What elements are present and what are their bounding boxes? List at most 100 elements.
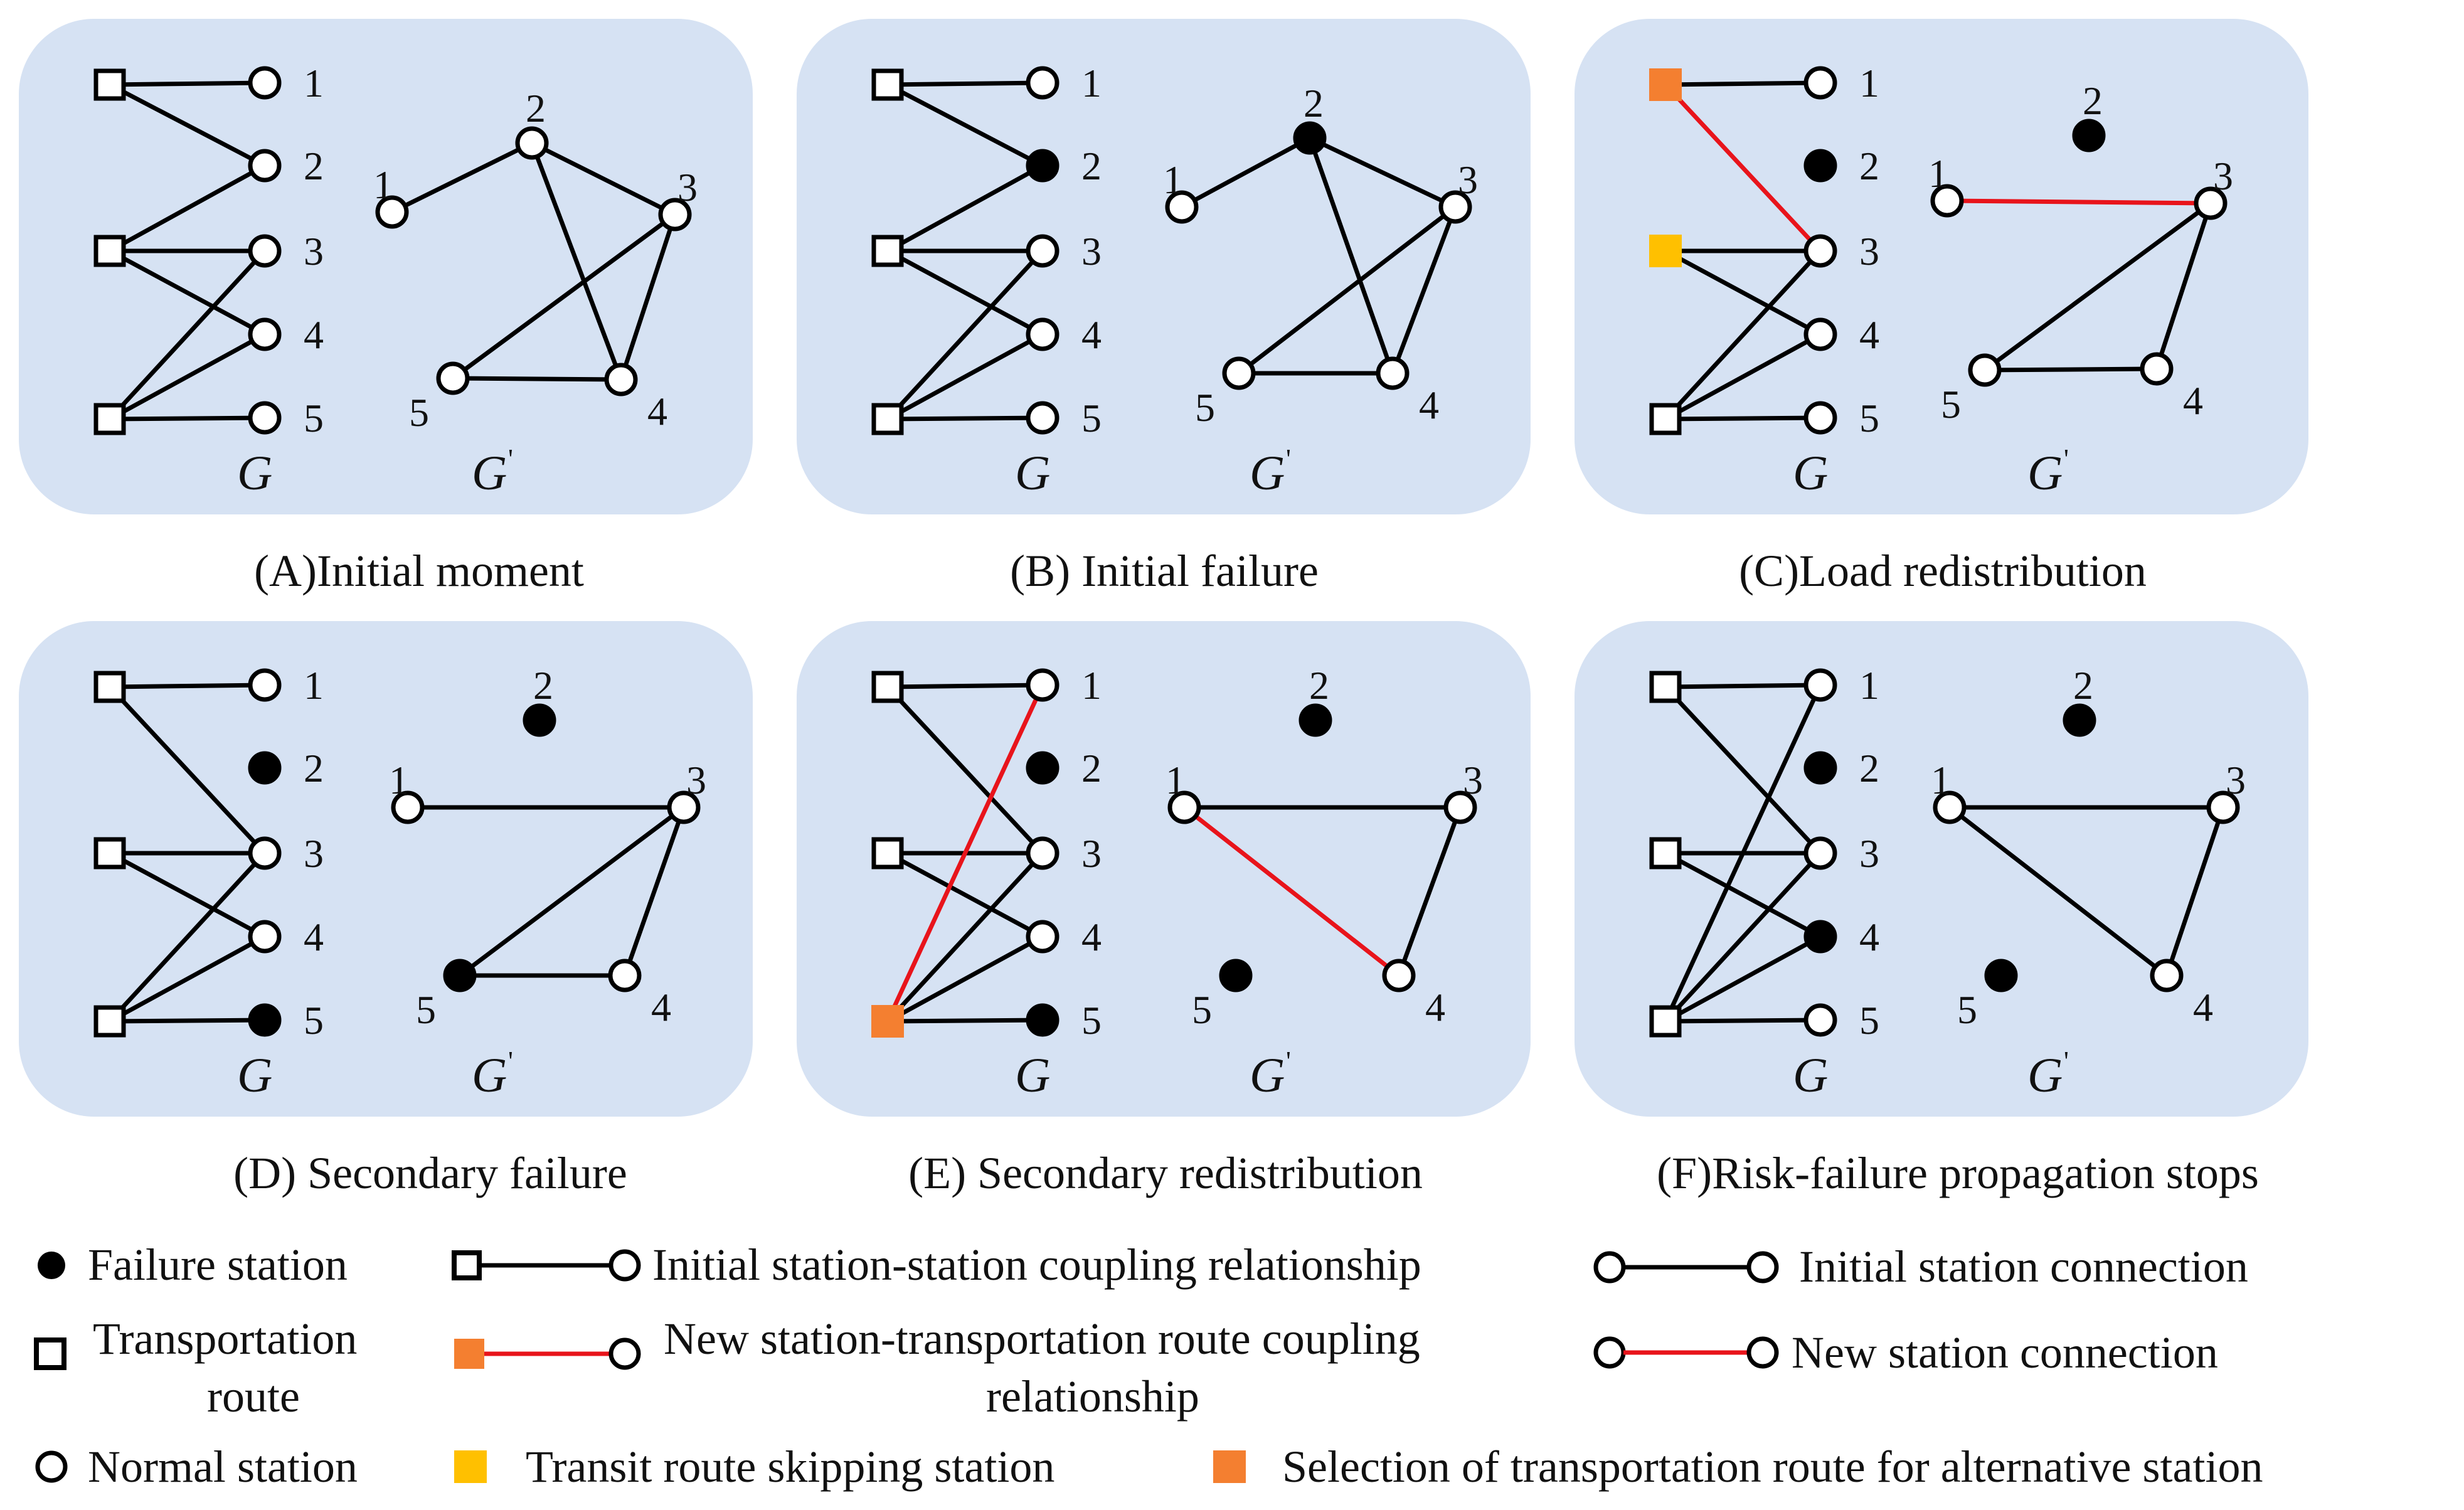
graph-g-prime-label: G bbox=[1250, 445, 1285, 500]
panel-background bbox=[1575, 621, 2308, 1117]
failed-node-2 bbox=[2063, 703, 2096, 737]
station-label-1: 1 bbox=[1859, 61, 1879, 105]
graph-g-prime-label: G bbox=[1250, 1048, 1285, 1102]
node-label-5: 5 bbox=[1941, 382, 1961, 427]
legend-new-connection: New station connection bbox=[1792, 1327, 2218, 1378]
connection-edge-3-4 bbox=[622, 806, 686, 977]
failed-node-2 bbox=[1298, 703, 1332, 737]
station-3 bbox=[1026, 234, 1059, 268]
node-3 bbox=[1443, 790, 1477, 824]
connection-edge-3-4 bbox=[2164, 806, 2226, 977]
panel-caption-f: (F)Risk-failure propagation stops bbox=[1657, 1148, 2259, 1198]
station-1 bbox=[248, 668, 282, 702]
coupling-edge-r2-s4 bbox=[109, 248, 266, 337]
station-label-4: 4 bbox=[1859, 915, 1879, 959]
node-3 bbox=[2206, 790, 2240, 824]
station-4 bbox=[1026, 920, 1059, 954]
connection-edge-3-5 bbox=[451, 213, 677, 380]
station-label-4: 4 bbox=[1081, 312, 1102, 357]
node-4 bbox=[1376, 356, 1410, 390]
new-connection-edge-1-4 bbox=[1182, 806, 1401, 977]
node-4 bbox=[2150, 959, 2184, 992]
initial-coupling-station-symbol bbox=[608, 1249, 641, 1282]
station-label-3: 3 bbox=[1859, 831, 1879, 876]
node-1 bbox=[1165, 190, 1199, 224]
legend-transit-skipping: Transit route skipping station bbox=[526, 1442, 1054, 1492]
coupling-edge-r3-s3 bbox=[886, 249, 1044, 421]
coupling-edge-r1-s1 bbox=[109, 683, 265, 689]
coupling-edge-r1-s1 bbox=[1665, 683, 1821, 689]
coupling-edge-r3-s3 bbox=[886, 851, 1044, 1023]
transportation-route-1 bbox=[93, 68, 126, 101]
coupling-edge-r3-s4 bbox=[1664, 934, 1822, 1024]
new-coupling-edge-r3-s1 bbox=[885, 684, 1045, 1023]
coupling-edge-r3-s3 bbox=[1664, 851, 1822, 1023]
coupling-edge-r2-s4 bbox=[886, 851, 1044, 939]
node-4 bbox=[2140, 352, 2174, 386]
coupling-edge-r2-s4 bbox=[886, 248, 1044, 337]
coupling-edge-r2-s4 bbox=[1664, 248, 1822, 337]
connection-edge-2-3 bbox=[531, 141, 676, 217]
legend-transportation-route-line2: route bbox=[207, 1371, 300, 1422]
failed-station-4 bbox=[1803, 920, 1837, 954]
station-1 bbox=[1803, 66, 1837, 100]
legend-selection-alternative: Selection of transportation route for al… bbox=[1282, 1442, 2263, 1492]
node-label-2: 2 bbox=[1309, 663, 1329, 708]
station-label-3: 3 bbox=[1081, 831, 1102, 876]
node-label-1: 1 bbox=[1163, 157, 1183, 202]
new-coupling-edge-r1-s3 bbox=[1664, 83, 1822, 253]
node-label-4: 4 bbox=[2193, 985, 2213, 1029]
panel-background bbox=[797, 19, 1531, 514]
node-label-4: 4 bbox=[2183, 378, 2203, 423]
station-label-3: 3 bbox=[1081, 229, 1102, 274]
station-label-3: 3 bbox=[304, 229, 324, 274]
coupling-edge-r3-s4 bbox=[1664, 332, 1822, 422]
graph-g-prime-mark: ' bbox=[2064, 1046, 2069, 1077]
legend-initial-connection: Initial station connection bbox=[1799, 1241, 2248, 1292]
node-3 bbox=[2194, 186, 2228, 220]
connection-edge-2-3 bbox=[1309, 136, 1457, 210]
transportation-route-3 bbox=[1649, 1005, 1682, 1038]
initial-connection-end-symbol bbox=[1746, 1251, 1779, 1284]
connection-edge-3-4 bbox=[619, 213, 677, 381]
node-2 bbox=[515, 126, 549, 160]
coupling-edge-r1-s1 bbox=[1665, 80, 1821, 87]
panel-caption-e: (E) Secondary redistribution bbox=[908, 1148, 1423, 1198]
station-label-5: 5 bbox=[1081, 396, 1102, 440]
node-1 bbox=[1933, 790, 1967, 824]
transportation-route-3 bbox=[871, 403, 904, 435]
node-1 bbox=[375, 195, 409, 229]
failed-station-2 bbox=[1803, 751, 1837, 785]
new-connection-end-symbol bbox=[1746, 1336, 1779, 1369]
node-4 bbox=[1382, 959, 1416, 992]
graph-g-label: G bbox=[1793, 1048, 1828, 1102]
connection-edge-3-4 bbox=[1396, 806, 1463, 977]
station-label-5: 5 bbox=[1859, 396, 1879, 440]
legend-new-coupling-line1: New station-transportation route couplin… bbox=[664, 1314, 1420, 1364]
panel-background bbox=[19, 19, 753, 514]
node-label-3: 3 bbox=[2213, 154, 2233, 198]
graph-g-prime-label: G bbox=[472, 445, 507, 500]
graph-g-prime-label: G bbox=[2027, 445, 2063, 500]
graph-g-label: G bbox=[1015, 445, 1050, 500]
transportation-route-1 bbox=[871, 68, 904, 101]
transportation-route-2 bbox=[1649, 837, 1682, 869]
coupling-edge-r3-s3 bbox=[108, 851, 267, 1023]
node-label-4: 4 bbox=[647, 389, 667, 433]
failed-station-2 bbox=[1803, 149, 1837, 183]
graph-g-prime-label: G bbox=[472, 1048, 507, 1102]
coupling-edge-r1-s3 bbox=[886, 685, 1044, 855]
node-label-3: 3 bbox=[2226, 758, 2246, 802]
station-label-4: 4 bbox=[304, 915, 324, 959]
transportation-route-3 bbox=[93, 1005, 126, 1038]
failed-node-2 bbox=[1293, 121, 1327, 155]
